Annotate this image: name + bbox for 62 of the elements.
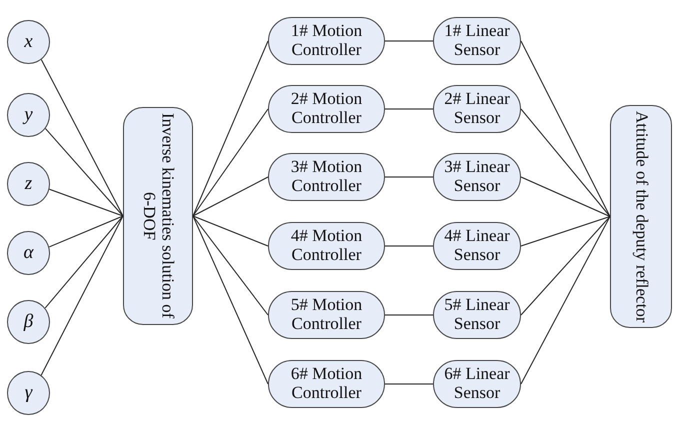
connector-line [520,176,610,217]
variable-circle [7,20,50,64]
node-label: 6# Linear Sensor [443,365,511,403]
variable-circle [7,162,50,206]
connector-line [192,108,268,216]
sensor-box [433,85,521,133]
connector-line [192,216,268,384]
variable-symbol: x [24,32,33,52]
controller-box [268,153,385,201]
sensor-box [433,17,521,65]
node-label: 4# Motion Controller [290,227,364,265]
node-label: 6# Motion Controller [290,365,364,403]
node-label: 1# Motion Controller [290,22,364,60]
connector-line [384,314,434,316]
connector-line [520,216,610,384]
variable-symbol: β [24,312,34,332]
variable-circle [7,371,50,415]
node-label: Attitude of the deputy reflector [632,110,650,322]
node-label: 2# Linear Sensor [443,90,511,128]
controller-box [268,360,385,408]
connector-line [384,108,434,110]
node-label: 3# Linear Sensor [443,158,511,196]
connector-line [520,40,610,217]
node-label: 3# Motion Controller [290,158,364,196]
connector-line [192,216,268,316]
node-label: 4# Linear Sensor [443,227,511,265]
connector-line [192,216,268,246]
node-label: 5# Motion Controller [290,296,364,334]
connector-line [40,216,124,376]
node-label: Inverse kinematies solution of 6-DOF [139,112,177,321]
node-label: 1# Linear Sensor [443,22,511,60]
variable-circle [7,300,50,344]
sensor-box [433,222,521,270]
variable-symbol: z [24,174,32,194]
connector-line [520,216,610,316]
variable-symbol: γ [24,382,32,404]
sensor-box [433,291,521,339]
connector-line [48,188,124,216]
connector-line [520,108,610,217]
variable-circle [7,231,50,275]
variable-circle [7,93,50,137]
connector-line [44,216,124,309]
sensor-box [433,360,521,408]
controller-box [268,222,385,270]
controller-box [268,291,385,339]
connector-line [40,59,124,216]
connector-line [192,40,268,216]
node-label: 2# Motion Controller [290,90,364,128]
variable-symbol: y [24,104,33,126]
controller-box [268,85,385,133]
rounded-box [610,105,672,328]
node-label: 5# Linear Sensor [443,296,511,334]
variable-symbol: α [24,242,34,264]
connector-line [44,128,124,216]
controller-box [268,17,385,65]
connector-line [48,216,124,248]
sensor-box [433,153,521,201]
connector-line [192,176,268,216]
connector-line [384,176,434,178]
rounded-box [123,107,193,325]
connector-line [520,216,610,246]
connector-line [384,40,434,42]
